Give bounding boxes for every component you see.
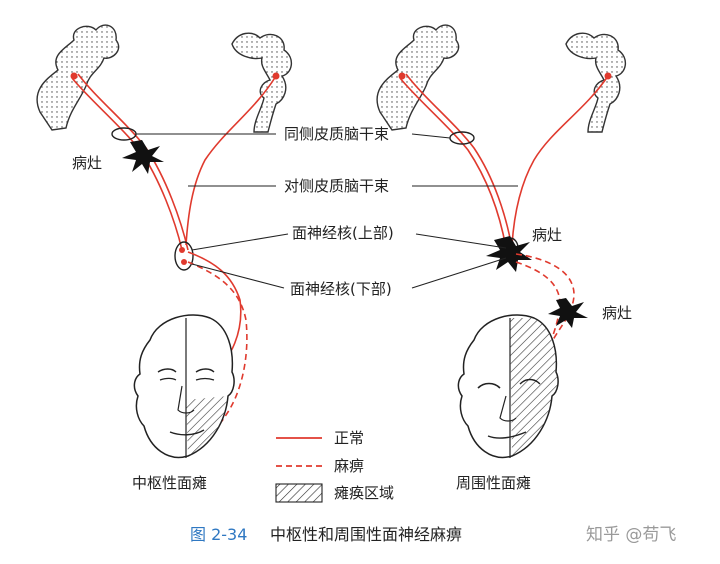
figure-number: 图 2-34 (190, 525, 247, 544)
facial-nucleus-upper-label: 面神经核(上部) (292, 224, 394, 242)
left-face (133, 314, 235, 459)
left-nucleus-dot-lower (181, 259, 187, 265)
left-cortex-right (231, 32, 292, 133)
ipsilateral-tract-label: 同侧皮质脑干束 (284, 125, 389, 143)
leader-ipsi-right (411, 133, 451, 139)
right-lesion-star-lower (548, 298, 588, 328)
leader-nucleus-lower-right (411, 257, 507, 289)
figure-title: 中枢性和周围性面神经麻痹 (270, 525, 462, 544)
right-cortex-dot-left (398, 72, 406, 80)
right-cortex-dot-right (604, 72, 612, 80)
left-facial-nerve-paralysis (187, 261, 248, 437)
legend: 正常 麻痹 瘫痪区域 (275, 429, 394, 503)
right-ipsilateral-tract (399, 73, 513, 249)
right-cortex-left (376, 24, 460, 131)
legend-area-swatch (275, 483, 323, 503)
right-lesion-upper-label: 病灶 (532, 226, 562, 244)
right-contralateral-tract (511, 75, 609, 246)
left-lesion-label: 病灶 (72, 154, 102, 172)
left-cortex-dot-left (70, 72, 78, 80)
watermark: 知乎 @苟飞 (586, 525, 676, 545)
right-cortex-right (565, 32, 626, 133)
peripheral-palsy-label: 周围性面瘫 (456, 474, 531, 492)
legend-area-label: 瘫痪区域 (334, 484, 394, 502)
leader-nucleus-lower-left (191, 263, 285, 289)
contralateral-tract-label: 对侧皮质脑干束 (284, 177, 389, 195)
left-lesion-star (122, 140, 164, 174)
left-facial-nucleus (174, 241, 194, 271)
legend-paralysis-label: 麻痹 (334, 457, 364, 475)
central-palsy-label: 中枢性面瘫 (132, 474, 207, 492)
left-cortex-left (36, 24, 120, 131)
right-lesion-lower-label: 病灶 (602, 304, 632, 322)
facial-nucleus-lower-label: 面神经核(下部) (290, 280, 392, 298)
left-nucleus-dot-upper (179, 247, 185, 253)
left-cortex-dot-right (272, 72, 280, 80)
legend-normal-label: 正常 (334, 429, 364, 447)
leader-nucleus-upper-left (191, 233, 289, 251)
leader-nucleus-upper-right (415, 233, 507, 249)
right-face (457, 314, 559, 459)
left-tract-oval (111, 127, 137, 141)
left-contralateral-tract (185, 75, 277, 246)
right-lesion-star-upper (486, 236, 532, 272)
